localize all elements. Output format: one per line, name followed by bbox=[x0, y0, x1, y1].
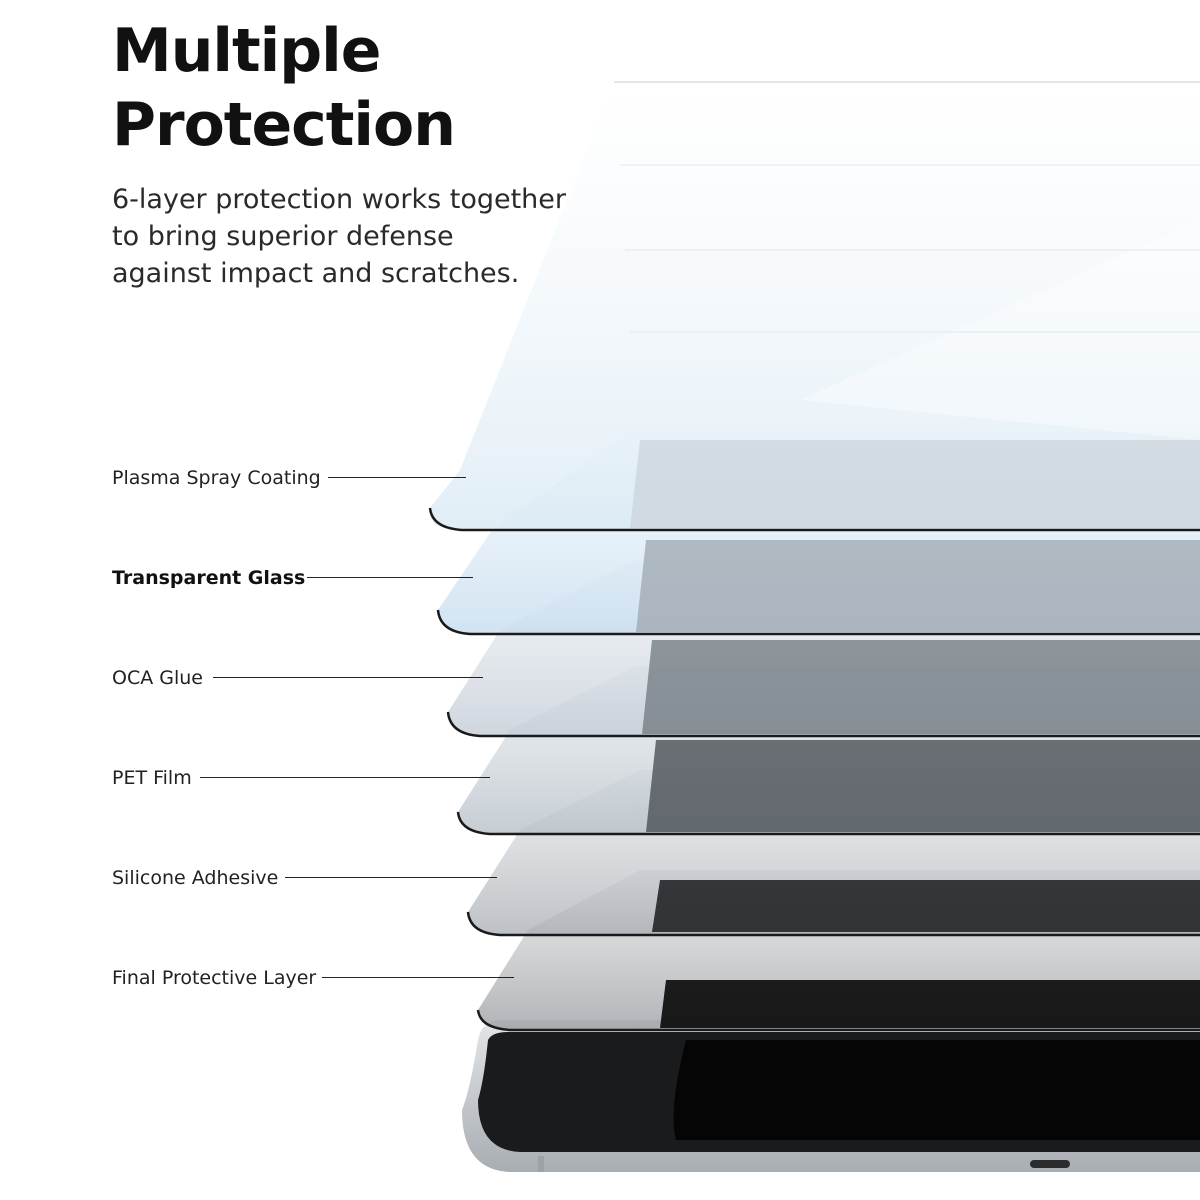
leader-line-silicone-adhesive bbox=[285, 877, 497, 878]
subheadline-line-3: against impact and scratches. bbox=[112, 258, 520, 289]
layer-label-transparent-glass: Transparent Glass bbox=[112, 567, 306, 589]
headline-line-2: Protection bbox=[112, 90, 456, 160]
layer-label-oca-glue: OCA Glue bbox=[112, 667, 203, 689]
leader-line-transparent-glass bbox=[307, 577, 473, 578]
layer-label-silicone-adhesive: Silicone Adhesive bbox=[112, 867, 279, 889]
headline: Multiple Protection bbox=[112, 14, 456, 162]
layer-sheet-ghosts bbox=[620, 164, 1200, 333]
charging-port-icon bbox=[1030, 1160, 1070, 1168]
leader-line-oca-glue bbox=[213, 677, 483, 678]
subheadline-line-1: 6-layer protection works together bbox=[112, 184, 567, 215]
leader-line-plasma-spray-coating bbox=[328, 477, 466, 478]
tablet-device bbox=[462, 1020, 1200, 1172]
layer-label-final-protective-layer: Final Protective Layer bbox=[112, 967, 317, 989]
layer-sheet-1 bbox=[428, 81, 1200, 532]
layer-label-plasma-spray-coating: Plasma Spray Coating bbox=[112, 467, 321, 489]
subheadline-line-2: to bring superior defense bbox=[112, 221, 454, 252]
layer-label-pet-film: PET Film bbox=[112, 767, 192, 789]
subheadline: 6-layer protection works together to bri… bbox=[112, 181, 566, 292]
leader-line-final-protective-layer bbox=[322, 977, 514, 978]
leader-line-pet-film bbox=[200, 777, 490, 778]
headline-line-1: Multiple bbox=[112, 16, 381, 86]
